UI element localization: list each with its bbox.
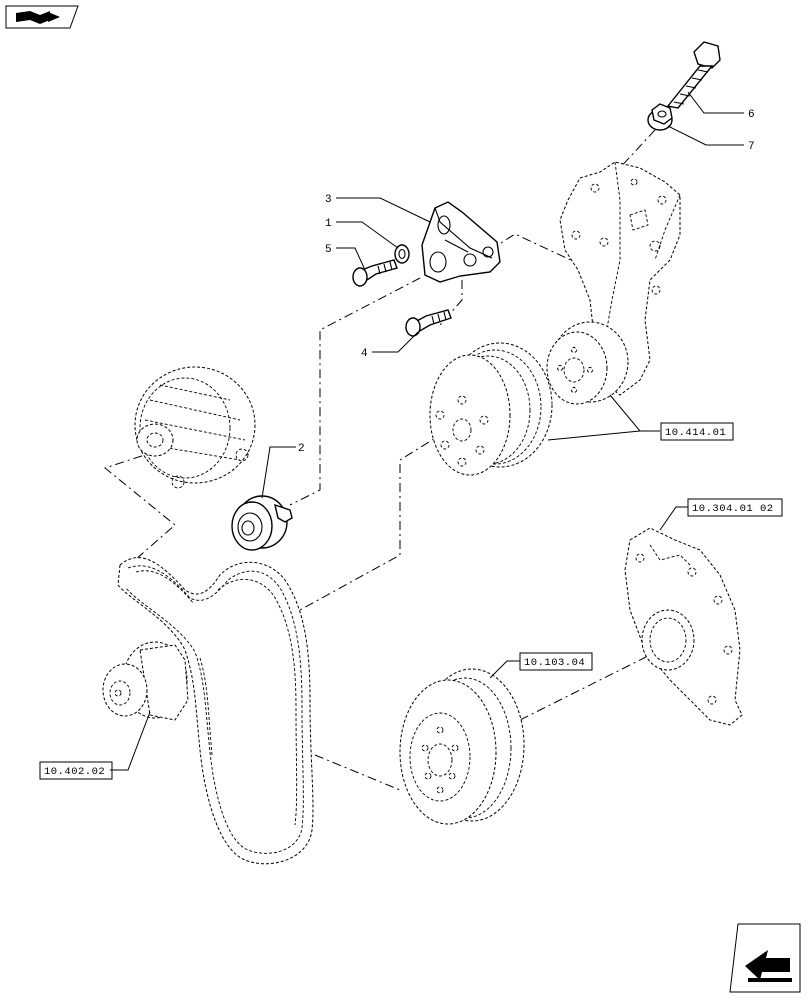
washer	[394, 244, 410, 264]
flange-bolt-5	[352, 259, 398, 287]
book-open-icon[interactable]	[5, 5, 79, 29]
callout-1: 1	[325, 218, 332, 230]
hex-bolt-6	[666, 41, 721, 109]
callout-6: 6	[748, 109, 755, 121]
poly-v-belt	[117, 557, 314, 865]
reference-box-10-103-04[interactable]: 10.103.04	[519, 652, 593, 671]
callout-7: 7	[748, 141, 755, 153]
idler-pulley	[231, 495, 293, 551]
reference-label: 10.402.02	[44, 766, 105, 778]
timing-cover	[624, 527, 743, 726]
flange-bolt-4	[405, 309, 452, 337]
alternator	[134, 366, 256, 489]
callout-leaders	[110, 91, 744, 771]
tensioner-bracket	[421, 201, 501, 283]
reference-label: 10.103.04	[524, 657, 585, 669]
crankshaft-damper	[399, 668, 525, 825]
reference-label: 10.304.01 02	[692, 503, 774, 515]
water-pump	[102, 641, 189, 721]
flange-nut-7	[647, 103, 673, 131]
next-page-arrow-icon[interactable]	[729, 923, 801, 993]
callout-3: 3	[325, 194, 332, 206]
mounting-bracket	[559, 161, 681, 396]
fan-pulley	[546, 321, 629, 405]
reference-box-10-402-02[interactable]: 10.402.02	[39, 761, 113, 780]
grooved-pulley	[429, 342, 553, 476]
callout-labels: 3 1 5 4 2 6 7	[298, 109, 755, 455]
reference-box-10-414-01[interactable]: 10.414.01	[660, 422, 734, 441]
callout-5: 5	[325, 244, 332, 256]
callout-2: 2	[298, 443, 305, 455]
callout-4: 4	[361, 348, 368, 360]
reference-label: 10.414.01	[665, 427, 726, 439]
reference-box-10-304-01-02[interactable]: 10.304.01 02	[687, 498, 783, 517]
